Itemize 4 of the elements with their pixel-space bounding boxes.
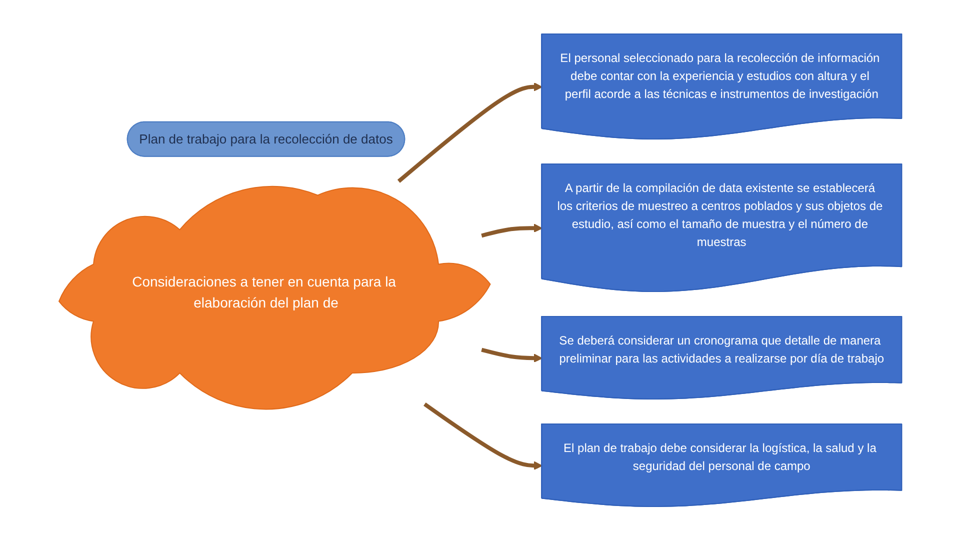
arrow (480, 348, 542, 362)
arrow (397, 82, 542, 183)
arrow (480, 223, 542, 238)
arrow (423, 402, 542, 470)
